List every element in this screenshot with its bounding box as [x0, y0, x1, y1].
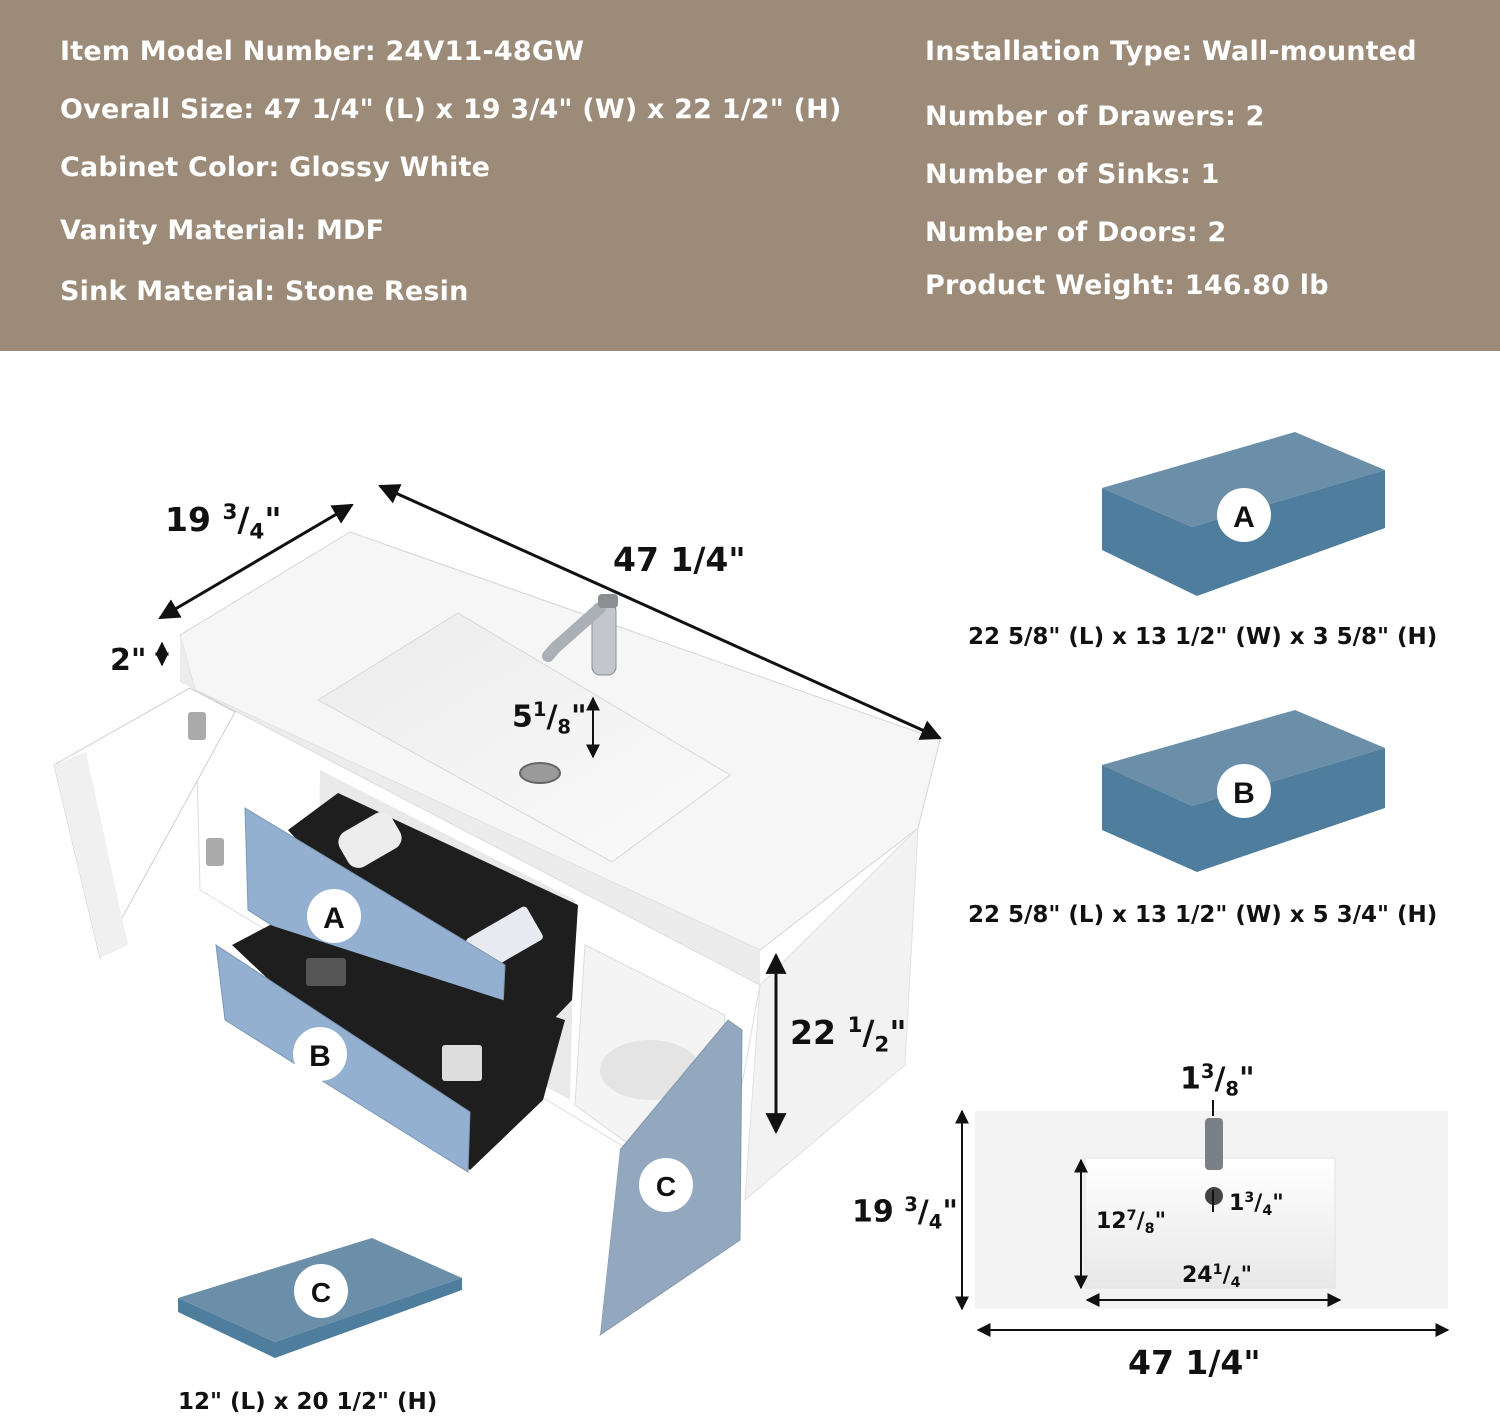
spec-panel: Item Model Number: 24V11-48GW Overall Si…: [0, 0, 1500, 351]
depth-dimension-line: [158, 503, 354, 620]
top-view-depth-label: 19 3/4": [852, 1193, 958, 1234]
box-icon: [306, 958, 346, 986]
left-door: [53, 687, 236, 960]
length-dimension-line: [378, 484, 942, 740]
top-view-drain-offset-label: 13/4": [1229, 1190, 1284, 1219]
length-label: 47 1/4": [613, 540, 746, 579]
vanity-illustration: A B C A B C: [53, 432, 1450, 1358]
spec-number-of-drawers: Number of Drawers: 2: [925, 101, 1265, 132]
part-a-diagram: A: [1102, 432, 1385, 596]
top-thickness-label: 2": [110, 643, 147, 678]
bottle-icon: [338, 812, 402, 868]
drawer-a-letter: A: [323, 902, 345, 935]
spec-overall-size: Overall Size: 47 1/4" (L) x 19 3/4" (W) …: [60, 94, 842, 125]
hinge-icon: [206, 838, 224, 866]
top-view: [955, 1100, 1450, 1337]
spec-product-weight: Product Weight: 146.80 lb: [925, 270, 1329, 301]
top-view-length-label: 47 1/4": [1128, 1343, 1261, 1382]
part-a-letter: A: [1233, 501, 1255, 534]
part-c-diagram: C: [178, 1238, 462, 1358]
height-label: 22 1/2": [790, 1013, 907, 1058]
spec-vanity-material: Vanity Material: MDF: [60, 215, 385, 246]
depth-label: 19 3/4": [165, 500, 282, 545]
spec-sink-material: Sink Material: Stone Resin: [60, 276, 469, 307]
part-c-dimensions: 12" (L) x 20 1/2" (H): [178, 1389, 438, 1415]
spec-number-of-doors: Number of Doors: 2: [925, 217, 1227, 248]
faucet-icon: [1205, 1118, 1223, 1170]
top-view-basin-length-label: 241/4": [1182, 1262, 1253, 1291]
door-c-letter: C: [656, 1171, 676, 1202]
spec-number-of-sinks: Number of Sinks: 1: [925, 159, 1220, 190]
spec-model-number: Item Model Number: 24V11-48GW: [60, 36, 585, 67]
part-c-letter: C: [311, 1277, 331, 1308]
basin-depth-label: 51/8": [512, 698, 587, 739]
part-b-letter: B: [1233, 777, 1255, 810]
spec-cabinet-color: Cabinet Color: Glossy White: [60, 152, 491, 183]
spec-installation-type: Installation Type: Wall-mounted: [925, 36, 1417, 67]
part-b-diagram: B: [1102, 710, 1385, 872]
part-b-dimensions: 22 5/8" (L) x 13 1/2" (W) x 5 3/4" (H): [968, 902, 1438, 928]
right-door-c: C: [574, 944, 743, 1337]
top-view-faucet-offset-label: 13/8": [1180, 1060, 1255, 1101]
drawer-b-letter: B: [309, 1040, 331, 1073]
drawer-b: B: [215, 925, 565, 1173]
drain-icon: [519, 762, 561, 784]
box-icon: [442, 1045, 482, 1081]
part-a-dimensions: 22 5/8" (L) x 13 1/2" (W) x 3 5/8" (H): [968, 624, 1438, 650]
hinge-icon: [188, 712, 206, 740]
top-view-basin-depth-label: 127/8": [1096, 1208, 1167, 1237]
